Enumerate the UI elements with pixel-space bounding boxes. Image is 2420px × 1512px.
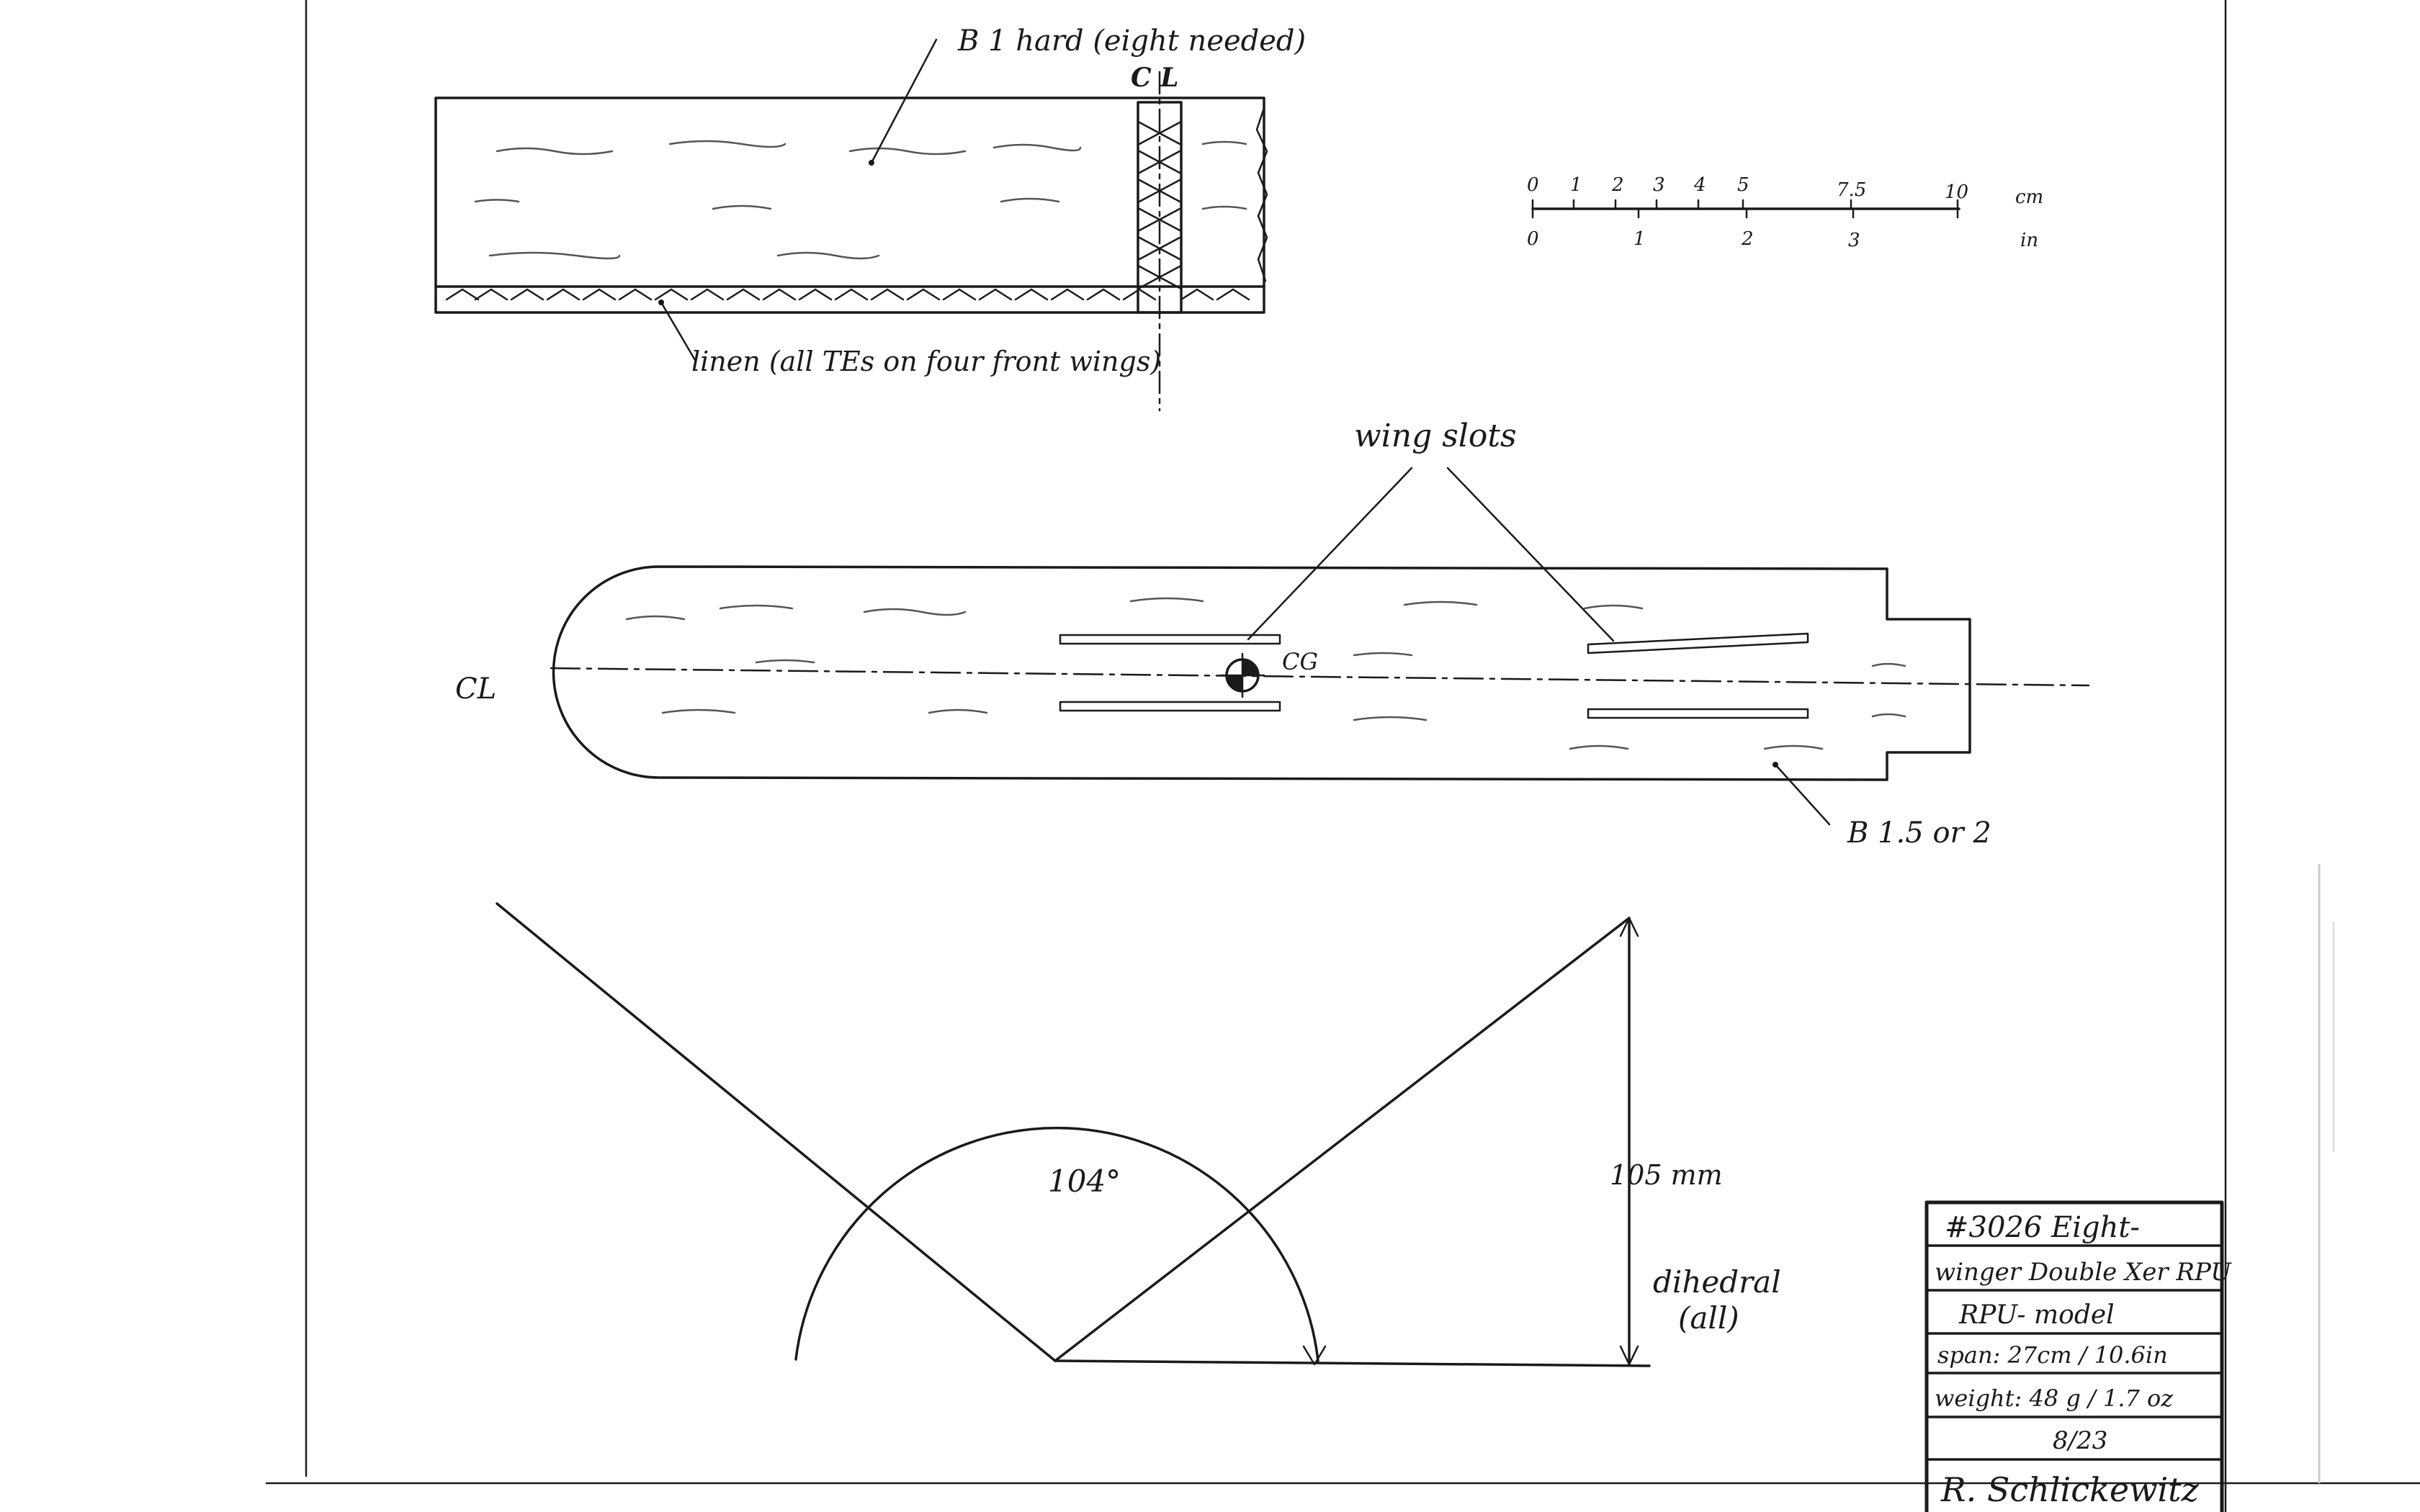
cm-tick-label: 10 <box>1945 181 1968 203</box>
title-line-1: #3026 Eight- <box>1945 1211 2140 1244</box>
title-line-4: span: 27cm / 10.6in <box>1937 1341 2168 1369</box>
linen-hatching <box>445 288 1250 301</box>
dihedral-note-line1: dihedral <box>1653 1264 1781 1300</box>
cm-tick-label: 4 <box>1693 174 1706 196</box>
cm-tick-label: 7.5 <box>1837 179 1866 201</box>
cg-marker-icon <box>1219 652 1265 698</box>
wing-rib-panel <box>434 38 1268 412</box>
in-tick-label: 0 <box>1527 228 1539 250</box>
dihedral-angle-label: 104° <box>1048 1164 1121 1199</box>
wing-slot-rear-lower <box>1587 708 1809 719</box>
cm-tick-label: 0 <box>1527 174 1539 196</box>
scale-bar <box>1531 199 1960 219</box>
cm-unit-label: cm <box>2015 186 2043 208</box>
wing-slot-front-upper <box>1059 634 1281 645</box>
title-line-3: RPU- model <box>1958 1300 2115 1330</box>
cm-tick-label: 3 <box>1653 174 1665 196</box>
cm-tick-label: 5 <box>1737 174 1749 196</box>
title-block <box>1924 1200 2224 1512</box>
dihedral-diagram <box>496 902 1651 1367</box>
signature: R. Schlickewitz <box>1940 1470 2200 1509</box>
in-tick-label: 2 <box>1741 228 1754 250</box>
fuselage-material-label: B 1.5 or 2 <box>1847 816 1991 850</box>
rib-material-label: B 1 hard (eight needed) <box>957 24 1306 58</box>
dihedral-height-label: 105 mm <box>1610 1159 1723 1191</box>
title-line-2: winger Double Xer RPU <box>1935 1258 2232 1287</box>
title-line-5: weight: 48 g / 1.7 oz <box>1935 1385 2174 1412</box>
rib-woodgrain <box>474 140 1247 260</box>
in-unit-label: in <box>2020 230 2038 251</box>
scan-edge-marks <box>2318 864 2334 1483</box>
wing-slot-rear-upper <box>1587 632 1809 654</box>
scale-cm-ticks: 0 1 2 3 4 5 7.5 10 cm <box>1527 174 2043 208</box>
fuselage-woodgrain <box>625 597 1906 750</box>
rib-cl-label: C L <box>1131 63 1179 93</box>
wing-slot-front-lower <box>1059 701 1281 712</box>
dihedral-note-line2: (all) <box>1678 1300 1739 1336</box>
title-line-6: 8/23 <box>2053 1426 2107 1455</box>
scale-in-ticks: 0 1 2 3 in <box>1527 228 2038 251</box>
in-tick-label: 3 <box>1848 230 1860 251</box>
fuselage-outline <box>550 467 2090 826</box>
linen-label: linen (all TEs on four front wings) <box>691 346 1161 377</box>
in-tick-label: 1 <box>1634 228 1646 250</box>
cg-label: CG <box>1282 648 1318 675</box>
wing-slots-label: wing slots <box>1354 418 1517 454</box>
cm-tick-label: 1 <box>1570 174 1582 196</box>
cm-tick-label: 2 <box>1611 174 1624 196</box>
centerline-label: CL <box>455 672 496 706</box>
sheet-border <box>265 0 2420 1512</box>
